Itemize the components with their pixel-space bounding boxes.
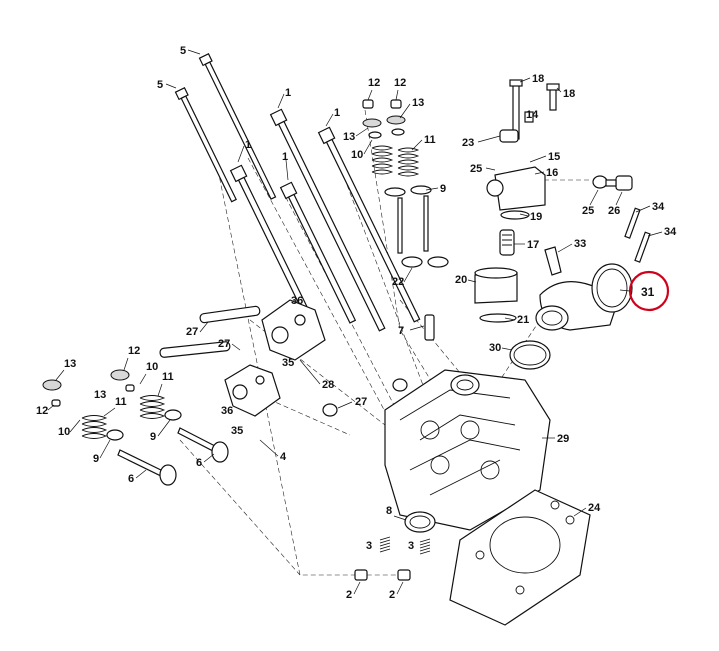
callout-2b: 2	[389, 589, 395, 601]
callout-10a: 10	[351, 149, 363, 161]
callout-13b: 13	[343, 131, 355, 143]
callout-8: 8	[386, 505, 392, 517]
callout-36b: 36	[221, 405, 233, 417]
callout-26: 26	[608, 205, 620, 217]
callout-29: 28	[322, 379, 334, 391]
callout-1b: 1	[334, 107, 340, 119]
callout-28: 27	[186, 326, 198, 338]
callout-35a: 35	[282, 357, 294, 369]
callout-33: 33	[574, 238, 586, 250]
callout-16: 16	[546, 167, 558, 179]
callout-1d: 1	[282, 151, 288, 163]
callout-9a: 9	[440, 183, 446, 195]
head-gasket	[449, 489, 591, 626]
callout-12d: 12	[36, 405, 48, 417]
callout-9b: 9	[150, 431, 156, 443]
callout-27b: 27	[355, 396, 367, 408]
callout-3b: 3	[408, 540, 414, 552]
callout-6b: 6	[128, 473, 134, 485]
callout-12a: 12	[368, 77, 380, 89]
callout-13d: 13	[94, 389, 106, 401]
callout-10c: 10	[58, 426, 70, 438]
callout-1a: 1	[285, 87, 291, 99]
cylinder-head	[384, 369, 551, 531]
callout-5a: 5	[180, 45, 186, 57]
head-bolts	[174, 53, 421, 332]
callout-32-highlighted: 31	[641, 285, 655, 299]
callout-36a: 36	[291, 295, 303, 307]
callout-1c: 1	[245, 139, 251, 151]
callout-14: 14	[526, 109, 539, 121]
callout-11c: 11	[115, 396, 127, 408]
callout-19: 19	[530, 211, 542, 223]
callout-18b: 18	[563, 88, 575, 100]
callout-34a: 34	[652, 201, 665, 213]
callout-25b: 25	[582, 205, 594, 217]
callout-10b: 10	[146, 361, 158, 373]
callout-11a: 11	[424, 134, 436, 146]
callout-34b: 34	[664, 226, 677, 238]
callout-24: 23	[462, 137, 474, 149]
callout-4: 4	[280, 451, 287, 463]
callout-2a: 2	[346, 589, 352, 601]
callout-23: 24	[588, 502, 601, 514]
valve-train-left	[42, 369, 229, 486]
callout-15: 15	[548, 151, 560, 163]
valve-train-upper	[362, 99, 449, 268]
rocker-arms	[159, 299, 326, 417]
callout-6a: 6	[196, 457, 202, 469]
callout-21a: 21	[517, 314, 529, 326]
callout-labels: 5 5 1 1 1 1 12 12 13 13 10 11 9 22 18 18…	[36, 45, 677, 601]
callout-18a: 18	[532, 73, 544, 85]
thermostat-assembly	[474, 79, 562, 323]
callout-20: 20	[455, 274, 467, 286]
callout-25a: 25	[470, 163, 482, 175]
callout-13a: 13	[412, 97, 424, 109]
callout-22: 22	[392, 276, 404, 288]
callout-35b: 35	[231, 425, 243, 437]
temp-sensor	[592, 175, 633, 191]
callout-12c: 12	[128, 345, 140, 357]
callout-7: 7	[398, 325, 404, 337]
callout-5b: 5	[157, 79, 163, 91]
small-parts	[322, 314, 436, 581]
callout-17: 17	[527, 239, 539, 251]
callout-30: 29	[557, 433, 569, 445]
callout-27a: 27	[218, 338, 230, 350]
intake-adapter	[509, 207, 651, 370]
callout-12b: 12	[394, 77, 406, 89]
callout-3a: 3	[366, 540, 372, 552]
callout-9c: 9	[93, 453, 99, 465]
callout-13c: 13	[64, 358, 76, 370]
callout-31: 30	[489, 342, 501, 354]
callout-11b: 11	[162, 371, 174, 383]
